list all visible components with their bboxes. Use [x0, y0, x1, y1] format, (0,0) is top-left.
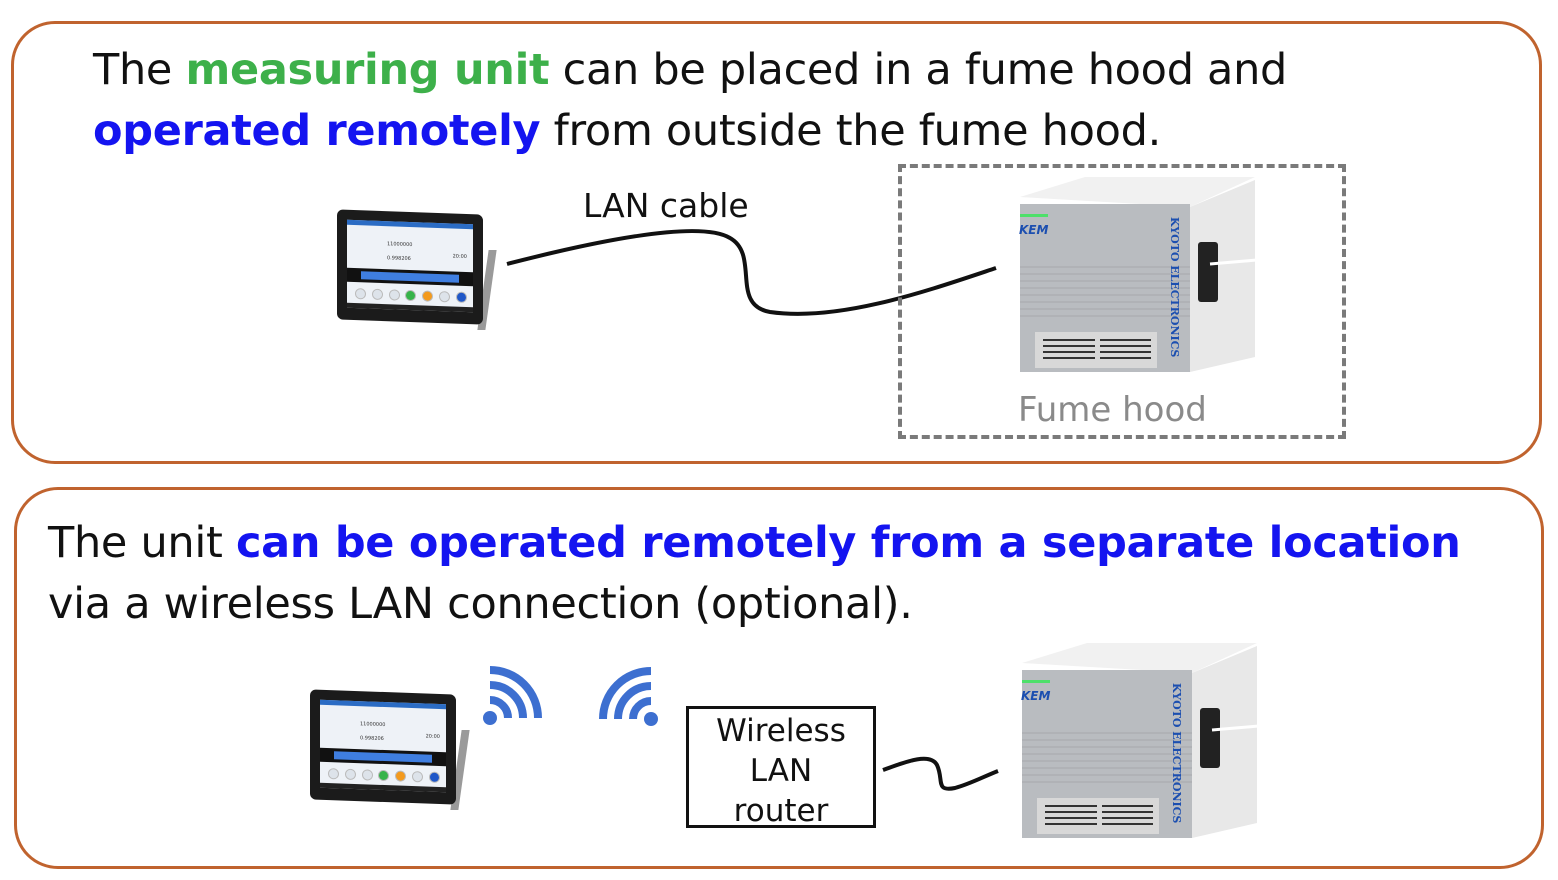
heading-text: can be placed in a fume hood and: [549, 45, 1288, 95]
router-cable: [882, 756, 999, 791]
measuring-unit-image: KEM KYOTO ELECTRONICS: [1021, 643, 1260, 838]
router-label-line: Wireless: [716, 713, 846, 749]
heading-text: from outside the fume hood.: [540, 106, 1162, 156]
heading-text: The unit: [48, 518, 236, 568]
router-label-line: router: [733, 793, 829, 829]
router-label-line: LAN: [749, 753, 813, 789]
heading-text: The: [93, 45, 186, 95]
heading-highlight-blue: operated remotely: [93, 106, 541, 156]
wifi-signal-icon: [599, 667, 658, 726]
lan-cable: [506, 229, 997, 316]
top-panel: [11, 21, 1542, 464]
bottom-panel: [14, 487, 1544, 869]
heading-highlight-green: measuring unit: [185, 45, 550, 95]
heading-highlight-blue: can be operated remotely from a separate…: [235, 518, 1461, 568]
fume-hood-label: Fume hood: [1018, 390, 1207, 430]
brand-text: KYOTO ELECTRONICS: [1168, 217, 1181, 357]
brand-text: KYOTO ELECTRONICS: [1170, 683, 1183, 823]
lan-cable-label: LAN cable: [583, 186, 749, 225]
bottom-heading: The unit can be operated remotely from a…: [48, 513, 1461, 635]
kem-logo: KEM: [1021, 689, 1050, 703]
measuring-unit-image: KEM KYOTO ELECTRONICS: [1019, 177, 1258, 372]
wireless-lan-router-box: Wireless LAN router: [686, 706, 876, 829]
wifi-signal-icon: [483, 666, 542, 725]
fume-hood-outline: [898, 164, 1346, 439]
top-heading: The measuring unit can be placed in a fu…: [93, 40, 1287, 162]
kem-logo: KEM: [1019, 223, 1048, 237]
heading-text: via a wireless LAN connection (optional)…: [48, 579, 913, 629]
